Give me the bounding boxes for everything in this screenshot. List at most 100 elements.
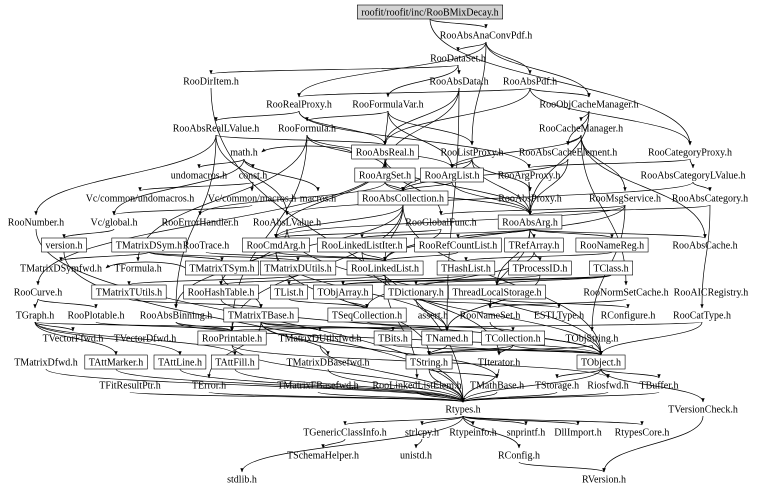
node-vcundo[interactable]: Vc/common/undomacros.h bbox=[86, 194, 195, 205]
node-tmtbase[interactable]: TMatrixTBase.h bbox=[223, 307, 299, 323]
node-absdata[interactable]: RooAbsData.h bbox=[429, 77, 488, 88]
node-tclass[interactable]: TClass.h bbox=[589, 260, 634, 276]
node-tvectorf[interactable]: TVectorFfwd.h bbox=[43, 334, 104, 345]
node-aicregistry[interactable]: RooAICRegistry.h bbox=[674, 288, 749, 299]
node-tmtsym[interactable]: TMatrixTSym.h bbox=[185, 260, 259, 276]
node-macros[interactable]: macros.h bbox=[300, 194, 336, 205]
node-tattline[interactable]: TAttLine.h bbox=[153, 354, 207, 370]
node-titerator[interactable]: TIterator.h bbox=[478, 358, 520, 369]
node-tgenclassinfo[interactable]: TGenericClassInfo.h bbox=[303, 428, 387, 439]
node-tmdsym[interactable]: TMatrixDSym.h bbox=[111, 237, 187, 253]
node-tobject[interactable]: TObject.h bbox=[576, 354, 626, 370]
node-rconfigure[interactable]: RConfigure.h bbox=[601, 311, 656, 322]
node-dllimport[interactable]: DllImport.h bbox=[554, 428, 602, 439]
node-rtypeinfo[interactable]: Rtypeinfo.h bbox=[449, 428, 497, 439]
node-tschemahelper[interactable]: TSchemaHelper.h bbox=[287, 451, 359, 462]
node-trace[interactable]: RooTrace.h bbox=[183, 241, 230, 252]
node-tattmarker[interactable]: TAttMarker.h bbox=[84, 354, 148, 370]
node-tbuffer[interactable]: TBuffer.h bbox=[640, 381, 679, 392]
node-tmtutils[interactable]: TMatrixTUtils.h bbox=[91, 284, 167, 300]
node-tmdsymfwd[interactable]: TMatrixDSymfwd.h bbox=[20, 264, 102, 275]
node-tmfbasefwd[interactable]: TMatrixFBasefwd.h bbox=[277, 381, 358, 392]
node-argset[interactable]: RooArgSet.h bbox=[354, 167, 416, 183]
node-tmathbase[interactable]: TMathBase.h bbox=[470, 381, 524, 392]
node-number[interactable]: RooNumber.h bbox=[8, 218, 64, 229]
node-anaconv[interactable]: RooAbsAnaConvPdf.h bbox=[440, 31, 533, 42]
node-diritem[interactable]: RooDirItem.h bbox=[183, 77, 239, 88]
node-abscatlv[interactable]: RooAbsCategoryLValue.h bbox=[641, 171, 746, 182]
node-terror[interactable]: TError.h bbox=[192, 381, 226, 392]
node-root[interactable]: roofit/roofit/inc/RooBMixDecay.h bbox=[356, 4, 503, 20]
node-objcachemgr[interactable]: RooObjCacheManager.h bbox=[539, 100, 638, 111]
node-tmdutilsfwd[interactable]: TMatrixDUtilsfwd.h bbox=[278, 334, 361, 345]
node-vcmacros[interactable]: Vc/common/macros.h bbox=[208, 194, 297, 205]
node-threadlocal[interactable]: ThreadLocalStorage.h bbox=[448, 284, 546, 300]
node-catproxy[interactable]: RooCategoryProxy.h bbox=[648, 148, 732, 159]
node-msgservice[interactable]: RooMsgService.h bbox=[589, 194, 661, 205]
node-tlist[interactable]: TList.h bbox=[270, 284, 308, 300]
node-vcglobal[interactable]: Vc/global.h bbox=[91, 218, 138, 229]
node-tversioncheck[interactable]: TVersionCheck.h bbox=[668, 405, 738, 416]
node-trefarray[interactable]: TRefArray.h bbox=[504, 237, 564, 253]
node-tcollection[interactable]: TCollection.h bbox=[481, 330, 545, 346]
node-tmdutils[interactable]: TMatrixDUtils.h bbox=[259, 260, 337, 276]
node-rversion[interactable]: RVersion.h bbox=[582, 475, 626, 486]
node-namereg[interactable]: RooNameReg.h bbox=[575, 237, 649, 253]
node-tfitresultptr[interactable]: TFitResultPtr.h bbox=[99, 381, 160, 392]
node-abslvalue[interactable]: RooAbsLValue.h bbox=[253, 218, 321, 229]
node-dataset[interactable]: RooDataSet.h bbox=[430, 54, 486, 65]
node-hashtable[interactable]: RooHashTable.h bbox=[183, 284, 259, 300]
node-errhandler[interactable]: RooErrorHandler.h bbox=[162, 218, 239, 229]
node-argproxy[interactable]: RooArgProxy.h bbox=[498, 171, 561, 182]
node-unistd[interactable]: unistd.h bbox=[400, 451, 432, 462]
node-tobjarray[interactable]: TObjArray.h bbox=[313, 284, 373, 300]
node-abscache[interactable]: RooAbsCache.h bbox=[672, 241, 737, 252]
node-rtypes[interactable]: Rtypes.h bbox=[445, 405, 480, 416]
node-tgraph[interactable]: TGraph.h bbox=[16, 311, 55, 322]
node-undomacros[interactable]: undomacros.h bbox=[171, 171, 227, 182]
node-absreal[interactable]: RooAbsReal.h bbox=[351, 144, 419, 160]
node-realproxy[interactable]: RooRealProxy.h bbox=[266, 100, 332, 111]
node-abscat[interactable]: RooAbsCategory.h bbox=[672, 194, 748, 205]
node-formula[interactable]: RooFormula.h bbox=[278, 124, 336, 135]
node-linkedlist[interactable]: RooLinkedList.h bbox=[346, 260, 424, 276]
node-thashlist[interactable]: THashList.h bbox=[436, 260, 496, 276]
node-refcountlist[interactable]: RooRefCountList.h bbox=[414, 237, 502, 253]
node-tseqcoll[interactable]: TSeqCollection.h bbox=[327, 307, 407, 323]
node-tstring[interactable]: TString.h bbox=[405, 354, 453, 370]
node-absproxy[interactable]: RooAbsProxy.h bbox=[498, 194, 562, 205]
node-cachemgr[interactable]: RooCacheManager.h bbox=[539, 124, 623, 135]
node-formulavar[interactable]: RooFormulaVar.h bbox=[352, 100, 423, 111]
node-cattype[interactable]: RooCatType.h bbox=[673, 311, 731, 322]
node-snprintf[interactable]: snprintf.h bbox=[507, 428, 546, 439]
node-absbinning[interactable]: RooAbsBinning.h bbox=[140, 311, 213, 322]
node-tdictionary[interactable]: TDictionary.h bbox=[383, 284, 449, 300]
node-absarg[interactable]: RooAbsArg.h bbox=[497, 214, 563, 230]
node-rtypescore[interactable]: RtypesCore.h bbox=[615, 428, 670, 439]
node-linkedlistiter[interactable]: RooLinkedListIter.h bbox=[316, 237, 407, 253]
node-estltype[interactable]: ESTLType.h bbox=[534, 311, 584, 322]
node-tobjstring[interactable]: TObjString.h bbox=[566, 334, 619, 345]
node-plotable[interactable]: RooPlotable.h bbox=[68, 311, 125, 322]
node-version[interactable]: version.h bbox=[41, 237, 87, 253]
node-printable[interactable]: RooPrintable.h bbox=[197, 330, 267, 346]
node-arglist[interactable]: RooArgList.h bbox=[420, 167, 484, 183]
node-tnameset[interactable]: RooNameSet.h bbox=[460, 311, 521, 322]
node-const[interactable]: const.h bbox=[239, 171, 268, 182]
node-rconfig[interactable]: RConfig.h bbox=[498, 451, 540, 462]
node-linkedlistelem[interactable]: RooLinkedListElem.h bbox=[372, 381, 461, 392]
node-tmdfwd[interactable]: TMatrixDfwd.h bbox=[14, 358, 78, 369]
node-abspdf[interactable]: RooAbsPdf.h bbox=[503, 77, 557, 88]
node-strlcpy[interactable]: strlcpy.h bbox=[405, 428, 439, 439]
node-tprocessid[interactable]: TProcessID.h bbox=[508, 260, 572, 276]
node-absreallv[interactable]: RooAbsRealLValue.h bbox=[173, 124, 260, 135]
node-abscacheel[interactable]: RooAbsCacheElement.h bbox=[519, 148, 618, 159]
node-abscoll[interactable]: RooAbsCollection.h bbox=[357, 190, 449, 206]
node-math[interactable]: math.h bbox=[230, 148, 258, 159]
node-tmdbasefwd[interactable]: TMatrixDBasefwd.h bbox=[286, 358, 369, 369]
node-riosfwd[interactable]: Riosfwd.h bbox=[587, 381, 628, 392]
node-tstorage[interactable]: TStorage.h bbox=[535, 381, 579, 392]
node-stdlib[interactable]: stdlib.h bbox=[227, 475, 257, 486]
node-normsetcache[interactable]: RooNormSetCache.h bbox=[583, 288, 668, 299]
node-tformula[interactable]: TFormula.h bbox=[114, 264, 162, 275]
